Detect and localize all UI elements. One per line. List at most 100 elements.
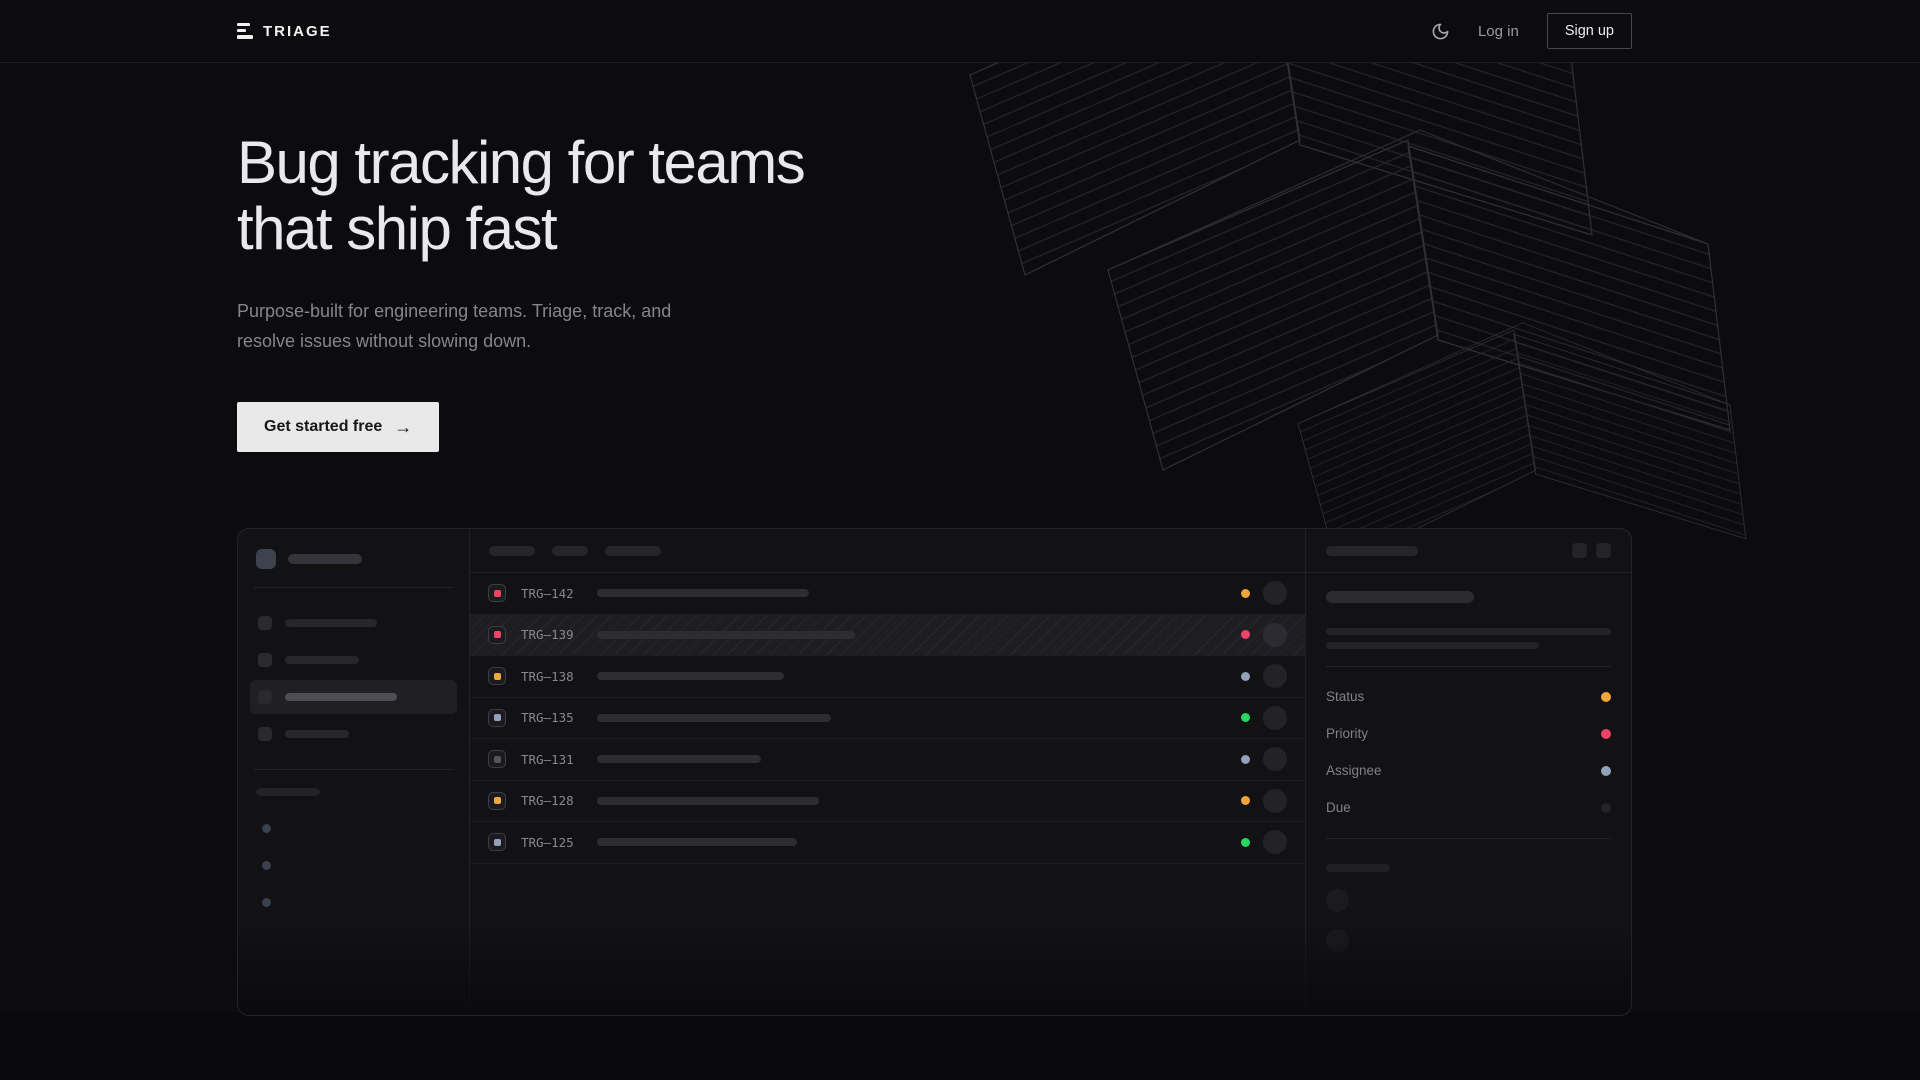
issue-row: TRG–125	[470, 822, 1305, 864]
issue-assignee-avatar	[1263, 705, 1287, 730]
issue-status-dot	[1241, 671, 1250, 681]
sidebar-nav-item	[250, 680, 457, 714]
mockup-sidebar	[238, 529, 470, 1015]
field-label: Assignee	[1326, 763, 1382, 778]
field-label: Due	[1326, 800, 1351, 815]
field-label: Priority	[1326, 726, 1369, 741]
moon-icon	[1432, 23, 1449, 39]
field-label: Status	[1326, 689, 1365, 704]
issue-id: TRG–142	[521, 585, 574, 601]
toolbar-tab-skeleton	[489, 545, 535, 556]
issue-title-skeleton	[1326, 591, 1474, 603]
list-toolbar	[470, 529, 1305, 573]
issue-type-icon	[488, 584, 506, 603]
issue-priority-dot	[493, 755, 501, 763]
workspace-switcher	[250, 549, 457, 569]
field-list: Status Priority Assignee	[1326, 678, 1611, 826]
detail-field-row: Status	[1326, 678, 1611, 715]
workspace-name-skeleton	[288, 554, 362, 564]
issue-list: TRG–142 TRG–139	[470, 573, 1305, 864]
description-line-skeleton	[1326, 642, 1539, 649]
login-link[interactable]: Log in	[1477, 22, 1519, 40]
issue-row: TRG–142	[470, 573, 1305, 615]
sidebar-nav-item	[250, 717, 457, 751]
issue-id: TRG–128	[521, 793, 574, 809]
project-dot	[262, 861, 271, 870]
sidebar-item-label-skeleton	[285, 656, 359, 664]
issue-priority-dot	[493, 589, 501, 597]
divider	[254, 587, 453, 588]
issue-detail-panel: Status Priority Assignee	[1306, 529, 1631, 1015]
issue-type-icon	[488, 750, 506, 769]
issue-type-icon	[488, 667, 506, 686]
issue-status-dot	[1241, 837, 1250, 847]
app-mockup: TRG–142 TRG–139	[237, 528, 1632, 1016]
issue-title-skeleton	[597, 755, 761, 764]
sidebar-item-label-skeleton	[285, 693, 397, 701]
theme-toggle-button[interactable]	[1431, 22, 1450, 41]
issue-status-dot	[1241, 588, 1250, 598]
issue-priority-dot	[493, 631, 501, 639]
issue-title-skeleton	[597, 838, 797, 847]
issue-assignee-avatar	[1263, 747, 1287, 772]
issue-title-skeleton	[597, 796, 819, 805]
sidebar-nav-item	[250, 643, 457, 677]
issue-status-dot	[1241, 630, 1250, 640]
issue-title-skeleton	[597, 672, 784, 681]
toolbar-tab-skeleton	[552, 545, 588, 556]
field-value-dot	[1601, 802, 1611, 813]
issue-assignee-avatar	[1263, 581, 1287, 606]
panel-control-icon	[1596, 543, 1611, 558]
issue-row: TRG–138	[470, 656, 1305, 698]
triage-logo-icon	[237, 23, 253, 39]
issue-id: TRG–138	[521, 668, 574, 684]
issue-priority-dot	[493, 797, 501, 805]
sidebar-item-icon	[258, 727, 272, 741]
sidebar-item-icon	[258, 653, 272, 667]
issue-id: TRG–135	[521, 710, 574, 726]
hero-subtitle: Purpose-built for engineering teams. Tri…	[237, 301, 672, 351]
divider	[1326, 666, 1611, 667]
arrow-right-icon: →	[394, 416, 413, 437]
detail-field-row: Priority	[1326, 715, 1611, 752]
footer-band	[0, 1012, 1920, 1080]
divider	[1326, 838, 1611, 839]
brand-name: TRIAGE	[263, 22, 332, 40]
issue-priority-dot	[493, 838, 501, 846]
detail-controls	[1572, 543, 1611, 558]
description-line-skeleton	[1326, 628, 1611, 635]
issue-priority-dot	[493, 672, 501, 680]
issue-type-icon	[488, 833, 506, 852]
page-title: Bug tracking for teams that ship fast	[237, 129, 806, 262]
activity-section-skeleton	[1326, 864, 1390, 872]
issue-row: TRG–139	[470, 614, 1305, 656]
sidebar-nav	[250, 606, 457, 751]
brand-logo[interactable]: TRIAGE	[237, 23, 332, 40]
issue-id: TRG–125	[521, 834, 574, 850]
project-dot	[262, 898, 271, 907]
issue-status-dot	[1241, 796, 1250, 806]
comment-avatar-skeleton	[1326, 929, 1349, 952]
top-nav: TRIAGE Log in Sign up	[0, 0, 1920, 63]
field-value-dot	[1601, 728, 1611, 739]
issue-type-icon	[488, 708, 506, 727]
signup-button[interactable]: Sign up	[1546, 13, 1632, 49]
issue-id: TRG–131	[521, 751, 574, 767]
detail-field-row: Assignee	[1326, 752, 1611, 789]
sidebar-item-icon	[258, 690, 272, 704]
detail-header	[1306, 529, 1631, 573]
sidebar-item-icon	[258, 616, 272, 630]
detail-title-skeleton	[1326, 545, 1418, 556]
get-started-button[interactable]: Get started free →	[237, 402, 440, 452]
issue-row: TRG–128	[470, 781, 1305, 822]
divider	[254, 769, 453, 770]
hero-section: Bug tracking for teams that ship fast Pu…	[237, 130, 1632, 1016]
issue-title-skeleton	[597, 589, 809, 598]
issue-assignee-avatar	[1263, 622, 1287, 647]
field-value-dot	[1601, 765, 1611, 776]
workspace-avatar	[256, 549, 276, 569]
comment-avatar-skeleton	[1326, 889, 1349, 912]
sidebar-section-skeleton	[256, 788, 320, 796]
issue-type-icon	[488, 625, 506, 644]
issue-type-icon	[488, 791, 506, 810]
